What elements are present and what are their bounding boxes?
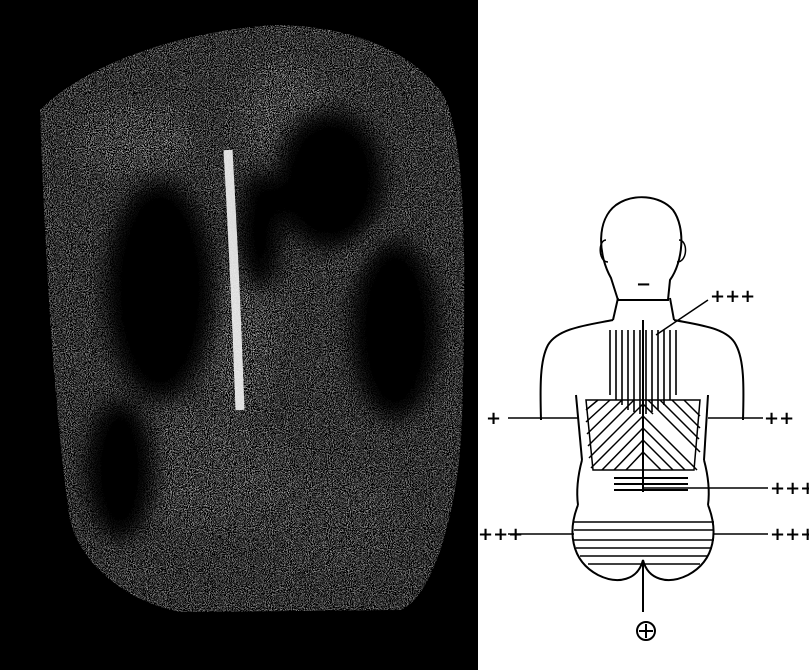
right-shoulder-arm: [674, 320, 743, 420]
neck-left: [613, 298, 618, 320]
label-right-side: ++: [764, 408, 794, 429]
neck-leader-line: [656, 300, 708, 335]
label-bottom: [637, 622, 655, 640]
diagram-svg: +++ − + ++ +++ +++ +++: [478, 0, 809, 670]
left-inner-arm: [576, 395, 582, 460]
right-inner-arm: [704, 395, 708, 460]
label-neck: +++: [710, 286, 755, 307]
label-right-mid: +++: [770, 478, 809, 499]
body-map-diagram: +++ − + ++ +++ +++ +++: [478, 0, 809, 670]
label-left-side: +: [486, 408, 501, 429]
label-left-low: +++: [478, 524, 523, 545]
back-photograph: [0, 0, 478, 670]
label-head-center: −: [636, 274, 651, 295]
neck-right: [670, 298, 674, 320]
label-right-low: +++: [770, 524, 809, 545]
photo-svg: [0, 0, 478, 670]
buttock-horizontal-lines: [574, 522, 714, 564]
torso-right-side: [704, 460, 709, 505]
torso-left-side: [577, 460, 582, 505]
